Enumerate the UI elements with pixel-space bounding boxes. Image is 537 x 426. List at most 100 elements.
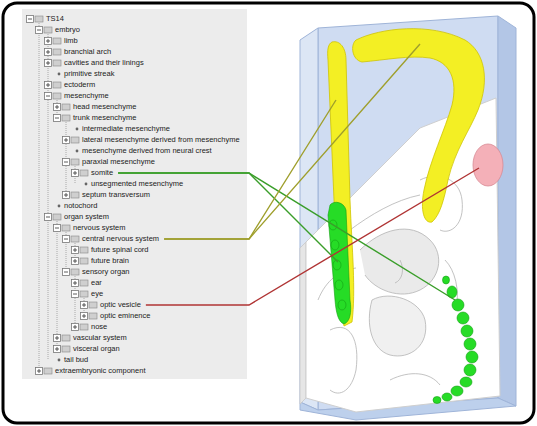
tree-label: central nervous system	[82, 234, 159, 244]
expand-toggle	[63, 159, 80, 166]
tree-label: head mesenchyme	[73, 102, 136, 112]
expand-toggle	[45, 49, 62, 56]
folder-icon	[44, 368, 52, 374]
expand-toggle	[81, 313, 98, 320]
expand-toggle	[63, 192, 80, 199]
folder-icon	[80, 247, 88, 253]
optic-vesicle-shape	[473, 144, 503, 186]
expand-toggle	[36, 27, 53, 34]
tree-label: unsegmented mesenchyme	[91, 179, 183, 189]
tree-label: optic eminence	[100, 311, 150, 321]
somite-shapes	[328, 202, 478, 403]
tree-label: mesenchyme derived from neural crest	[82, 146, 212, 156]
leaf-bullet	[85, 183, 88, 186]
expand-toggle	[54, 335, 71, 342]
brain-shape	[353, 29, 485, 223]
tree-label: future spinal cord	[91, 245, 149, 255]
frame	[3, 3, 534, 423]
leaf-bullet	[76, 150, 79, 153]
expand-toggle	[63, 137, 80, 144]
folder-icon	[53, 214, 61, 220]
folder-icon	[80, 280, 88, 286]
tree-guide	[39, 23, 40, 371]
tree-label: TS14	[46, 14, 64, 24]
leaf-bullet	[58, 73, 61, 76]
expand-toggle	[72, 280, 89, 287]
folder-icon	[62, 225, 70, 231]
folder-icon	[89, 302, 97, 308]
leader-line	[146, 168, 479, 305]
tree-label: primitive streak	[64, 69, 114, 79]
folder-icon	[89, 313, 97, 319]
folder-icon	[53, 38, 61, 44]
leaf-bullet	[58, 359, 61, 362]
expand-toggle	[72, 247, 89, 254]
tree-label: somite	[91, 168, 113, 178]
expand-toggle	[54, 346, 71, 353]
folder-icon	[80, 291, 88, 297]
expand-toggle	[45, 214, 62, 221]
expand-toggle	[72, 258, 89, 265]
tree-label: notochord	[64, 201, 97, 211]
expand-toggle	[72, 324, 89, 331]
expand-toggle	[54, 115, 71, 122]
folder-icon	[71, 236, 79, 242]
tree-label: ectoderm	[64, 80, 95, 90]
tree-label: septum transversum	[82, 190, 150, 200]
expand-toggle	[72, 170, 89, 177]
spinal-cord-shape	[328, 42, 354, 326]
tree-label: tail bud	[64, 355, 88, 365]
tree-guide	[75, 276, 76, 327]
tree-label: extraembryonic component	[55, 366, 145, 376]
tree-label: nervous system	[73, 223, 126, 233]
tree-label: ear	[91, 278, 102, 288]
expand-toggle	[81, 302, 98, 309]
tree-guide	[75, 166, 76, 184]
tree-guide	[57, 221, 58, 349]
folder-icon	[80, 170, 88, 176]
folder-icon	[80, 258, 88, 264]
expand-toggle	[45, 82, 62, 89]
tree-label: mesenchyme	[64, 91, 109, 101]
tree-label: future brain	[91, 256, 129, 266]
folder-icon	[71, 192, 79, 198]
expand-toggle	[54, 225, 71, 232]
tree-label: paraxial mesenchyme	[82, 157, 155, 167]
tree-label: optic vesicle	[100, 300, 141, 310]
folder-icon	[53, 82, 61, 88]
expand-toggle	[36, 368, 53, 375]
tree-label: lateral mesenchyme derived from mesenchy…	[82, 135, 240, 145]
tree-label: eye	[91, 289, 103, 299]
folder-icon	[44, 27, 52, 33]
folder-icon	[62, 115, 70, 121]
expand-toggle	[45, 38, 62, 45]
expand-toggle	[54, 104, 71, 111]
folder-icon	[71, 159, 79, 165]
leader-line	[118, 173, 455, 300]
tree-label: intermediate mesenchyme	[82, 124, 170, 134]
folder-icon	[53, 49, 61, 55]
expand-toggle	[45, 60, 62, 67]
folder-icon	[53, 93, 61, 99]
tree-label: sensory organ	[82, 267, 130, 277]
expand-toggle	[72, 291, 89, 298]
tree-label: vascular system	[73, 333, 127, 343]
expand-toggle	[45, 93, 62, 100]
folder-icon	[71, 137, 79, 143]
leaf-bullet	[76, 128, 79, 131]
tree-panel	[22, 9, 247, 379]
model-block	[300, 16, 516, 420]
tree-label: nose	[91, 322, 107, 332]
expand-toggle	[63, 269, 80, 276]
tree-label: embryo	[55, 25, 80, 35]
tree-label: cavities and their linings	[64, 58, 144, 68]
leaf-bullet	[58, 205, 61, 208]
folder-icon	[35, 16, 43, 22]
expand-toggle	[27, 16, 44, 23]
folder-icon	[62, 346, 70, 352]
tree-label: visceral organ	[73, 344, 120, 354]
folder-icon	[80, 324, 88, 330]
folder-icon	[62, 104, 70, 110]
folder-icon	[71, 269, 79, 275]
